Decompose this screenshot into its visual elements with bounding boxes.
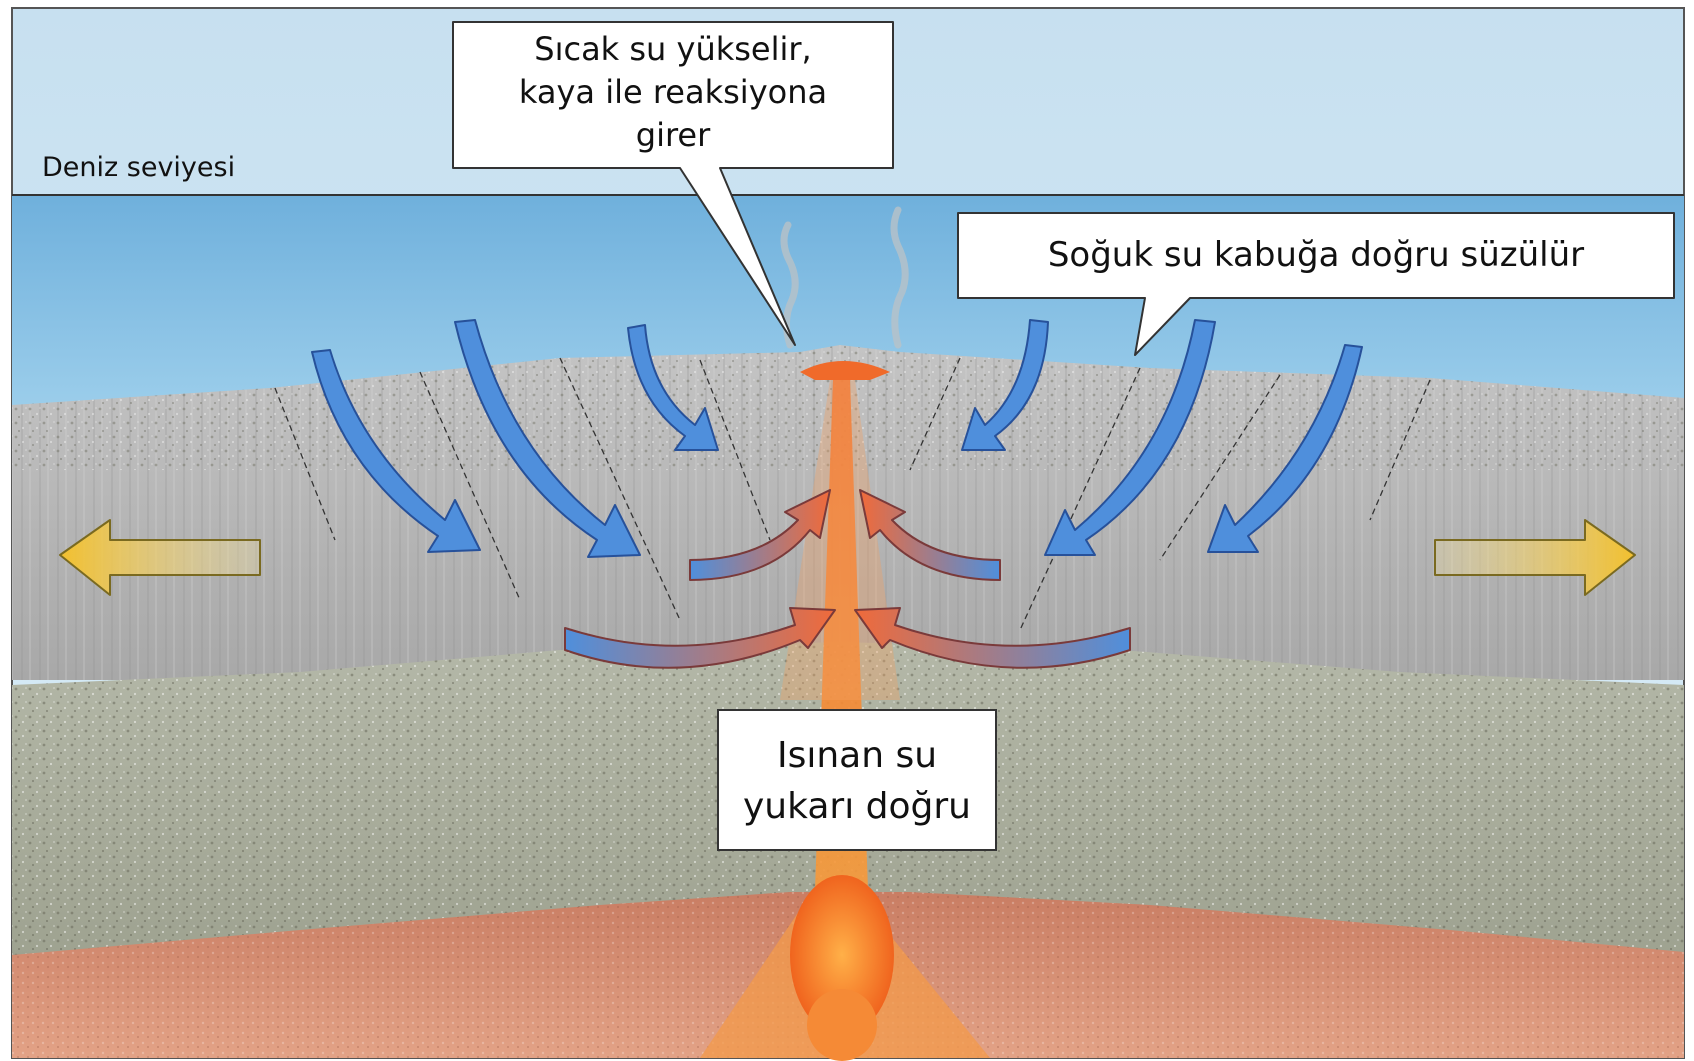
sea-level-label: Deniz seviyesi	[42, 152, 235, 183]
hot-water-text-line1: Sıcak su yükselir,	[534, 30, 811, 68]
heated-water-text-line1: Isınan su	[777, 735, 937, 776]
cold-water-text: Soğuk su kabuğa doğru süzülür	[1048, 235, 1584, 275]
heated-water-box: Isınan su yukarı doğru	[718, 710, 996, 850]
hot-water-text-line2: kaya ile reaksiyona	[519, 73, 827, 111]
hot-water-text-line3: girer	[636, 116, 711, 154]
heated-water-text-line2: yukarı doğru	[743, 786, 971, 827]
